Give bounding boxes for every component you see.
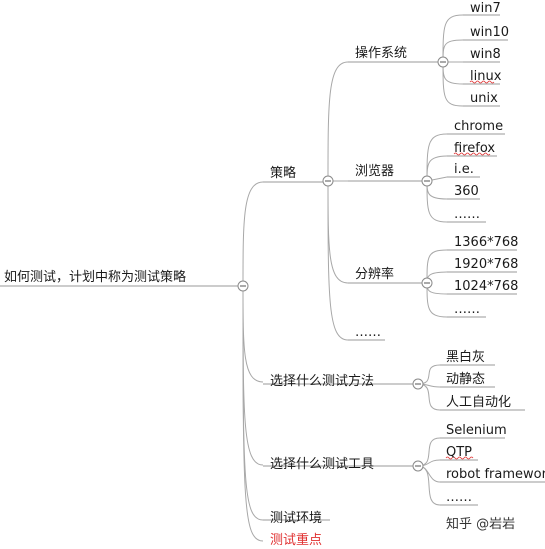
- browser-item-more: ……: [454, 207, 480, 222]
- resolution-item-1024: 1024*768: [454, 279, 518, 294]
- browser-item-chrome: chrome: [454, 119, 503, 134]
- tool-item-more: ……: [446, 490, 472, 505]
- tool-item-selenium: Selenium: [446, 423, 507, 438]
- browser-item-ie: i.e.: [454, 162, 474, 177]
- focus-label: 测试重点: [270, 532, 322, 548]
- resolution-item-more: ……: [454, 302, 480, 317]
- resolution-label: 分辨率: [355, 266, 394, 282]
- os-item-linux: linux: [470, 69, 502, 84]
- method-item-2: 动静态: [446, 372, 485, 387]
- spellcheck-squiggles: [445, 80, 495, 460]
- os-item-win7: win7: [470, 1, 501, 16]
- method-item-1: 黑白灰: [446, 349, 485, 365]
- collapse-button-os[interactable]: [437, 56, 449, 68]
- collapse-button-tool[interactable]: [412, 460, 424, 472]
- tool-label: 选择什么测试工具: [270, 457, 374, 472]
- env-label: 测试环境: [270, 511, 322, 526]
- tool-item-qtp: QTP: [446, 445, 472, 460]
- collapse-button-root[interactable]: [237, 280, 249, 292]
- collapse-button-strategy[interactable]: [322, 175, 334, 187]
- resolution-item-1920: 1920*768: [454, 257, 518, 272]
- method-label: 选择什么测试方法: [270, 373, 374, 389]
- browser-item-firefox: firefox: [454, 141, 495, 156]
- browser-item-360: 360: [454, 184, 479, 199]
- os-item-unix: unix: [470, 91, 498, 106]
- collapse-button-resolution[interactable]: [421, 277, 433, 289]
- method-item-3: 人工自动化: [446, 395, 511, 410]
- browser-label: 浏览器: [355, 163, 394, 179]
- os-label: 操作系统: [355, 45, 407, 61]
- root-label: 如何测试，计划中称为测试策略: [4, 269, 186, 285]
- collapse-button-browser[interactable]: [421, 175, 433, 187]
- strategy-more-label: ……: [355, 325, 381, 340]
- underlines: [0, 14, 545, 521]
- strategy-label: 策略: [270, 165, 296, 181]
- os-item-win8: win8: [470, 47, 501, 62]
- collapse-button-method[interactable]: [412, 378, 424, 390]
- watermark: 知乎 @岩岩: [446, 516, 515, 532]
- os-item-win10: win10: [470, 25, 509, 40]
- resolution-item-1366: 1366*768: [454, 235, 518, 250]
- tool-item-robot: robot framework: [446, 467, 545, 482]
- node-labels: 如何测试，计划中称为测试策略 策略 操作系统 win7 win10 win8 l…: [4, 1, 545, 548]
